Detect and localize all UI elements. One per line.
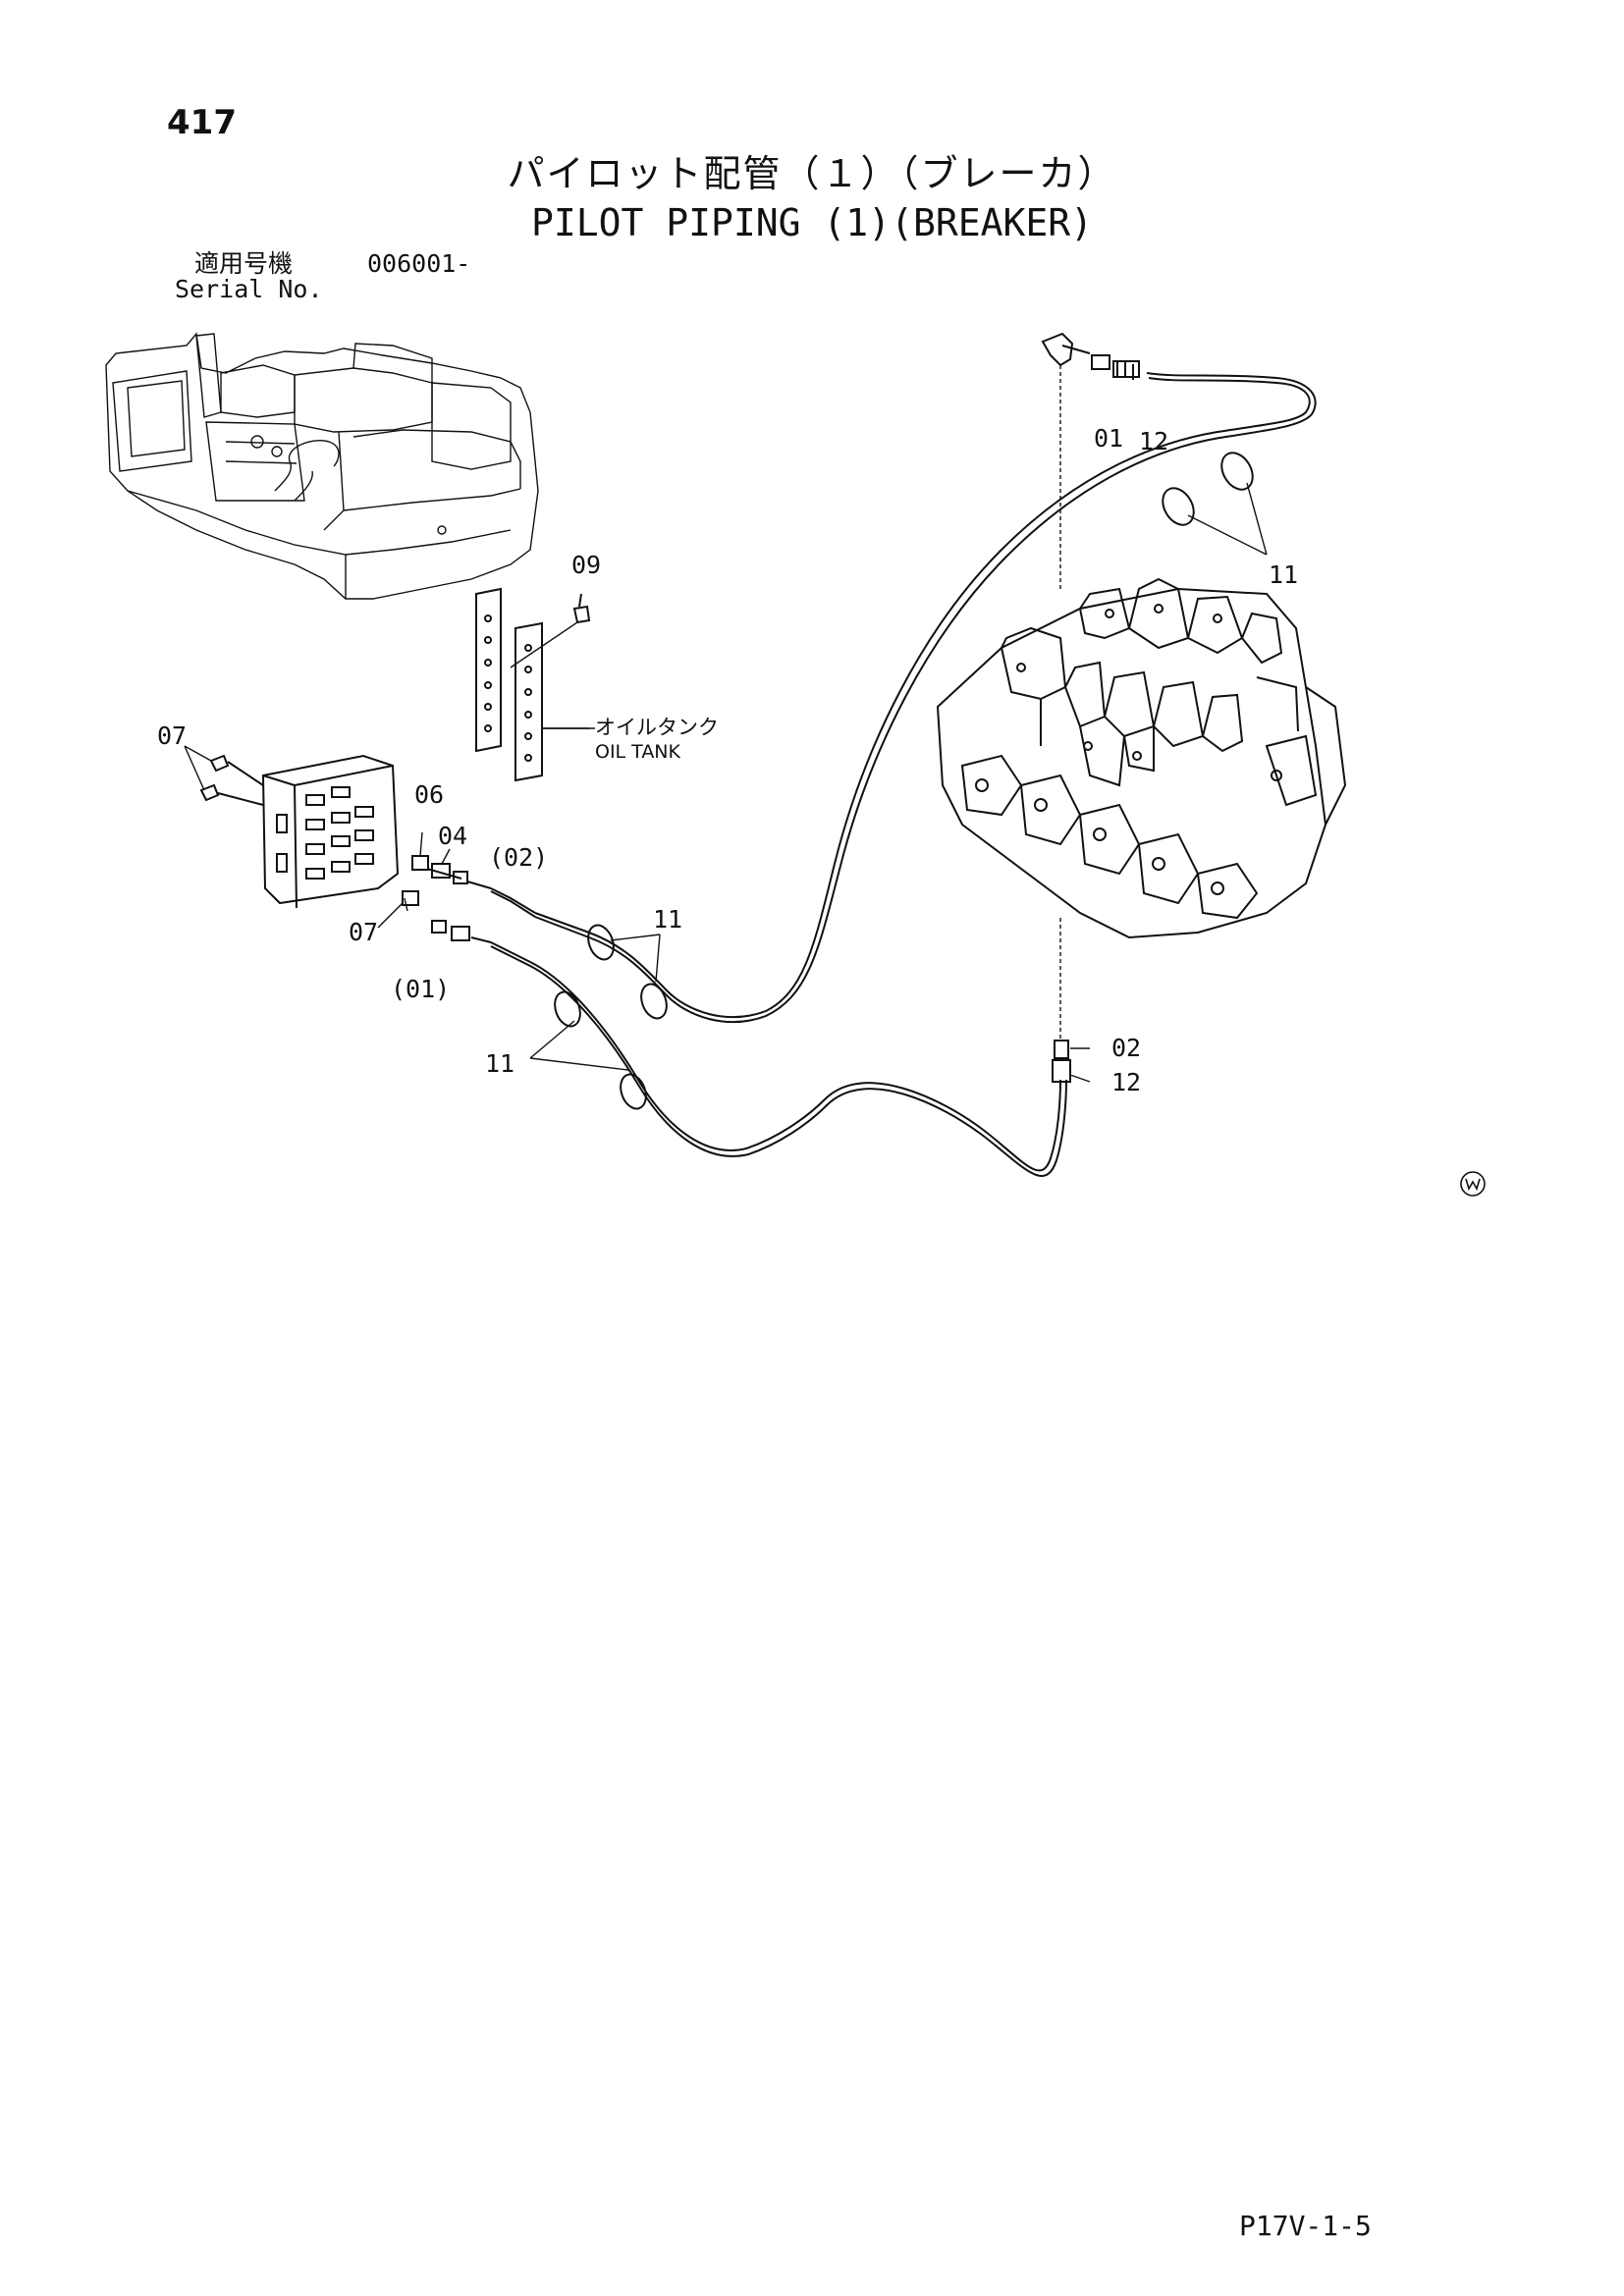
callout-12-right: 12 [1111, 1068, 1141, 1096]
callout-09: 09 [571, 551, 601, 579]
pilot-valve-block [199, 754, 400, 909]
callout-11-right: 11 [1269, 561, 1298, 589]
callout-02-paren: (02) [489, 843, 548, 872]
callout-06: 06 [414, 780, 444, 809]
fittings-left [402, 855, 492, 943]
leader-lines [184, 482, 1268, 1083]
serial-label-japanese: 適用号機 [194, 249, 294, 278]
callout-11-mid: 11 [653, 905, 682, 934]
callout-07-top: 07 [157, 721, 187, 750]
oil-tank-label-japanese: オイルタンク [595, 716, 719, 739]
document-code: P17V-1-5 [1239, 2210, 1372, 2242]
title-english: PILOT PIPING (1)(BREAKER) [531, 201, 1093, 244]
oil-tank-label-english: OIL TANK [595, 741, 681, 763]
callout-12-top: 12 [1139, 427, 1168, 455]
callout-07-bottom: 07 [349, 918, 378, 946]
excavator-overview [105, 332, 539, 600]
oil-tank-bracket [475, 587, 595, 782]
serial-label-english: Serial No. [175, 275, 323, 303]
serial-number: 006001- [367, 249, 471, 278]
top-fittings [1041, 332, 1140, 589]
callout-01-paren: (01) [391, 975, 450, 1003]
callout-04: 04 [438, 822, 467, 850]
pilot-hoses [490, 372, 1317, 1177]
title-japanese: パイロット配管（１）（ブレーカ） [507, 152, 1117, 195]
callout-01-top: 01 [1094, 424, 1123, 453]
control-valve [936, 577, 1347, 1083]
callout-02-right: 02 [1111, 1034, 1141, 1062]
hose-clamps [554, 452, 1254, 1110]
page-number: 417 [167, 103, 237, 142]
callout-11-left: 11 [485, 1049, 514, 1078]
circled-w-icon [1460, 1171, 1486, 1197]
